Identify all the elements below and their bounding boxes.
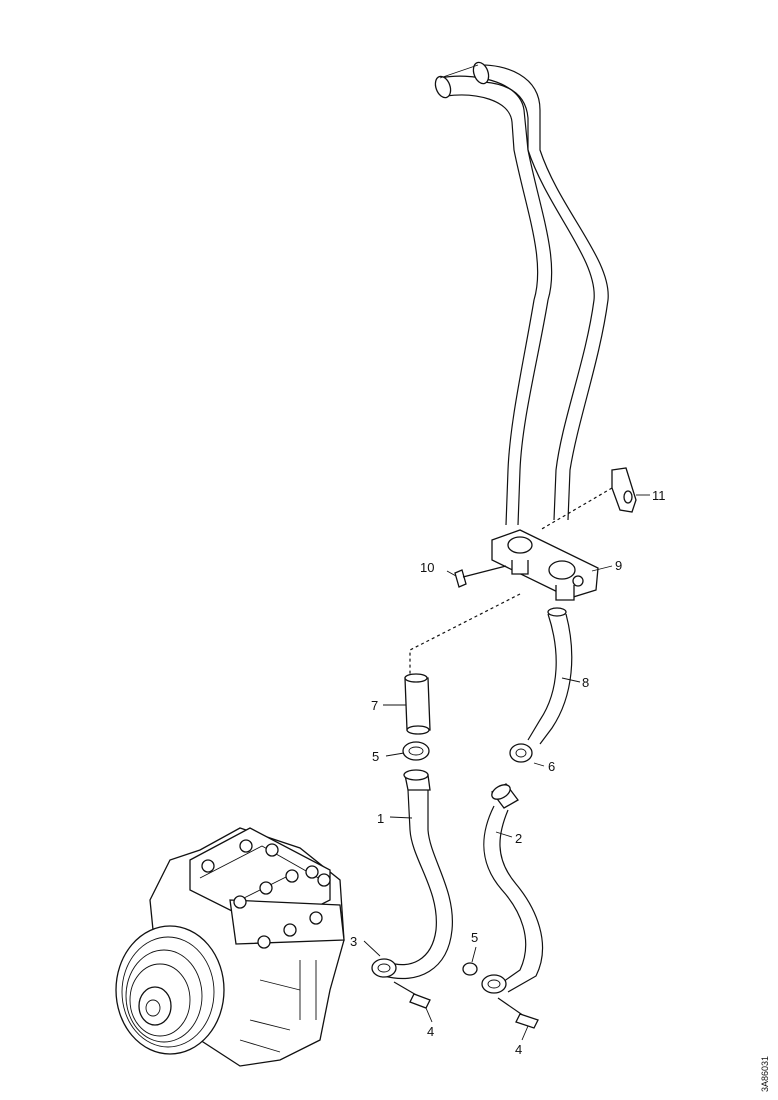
o-ring-5-upper [402, 741, 430, 761]
callout-9: 9 [615, 558, 622, 573]
callout-7: 7 [371, 698, 378, 713]
callout-labels: 1 2 3 4 4 5 5 6 7 8 9 10 11 [350, 488, 666, 1057]
fitting-left [371, 958, 397, 978]
fitting-right [481, 974, 507, 994]
callout-8: 8 [582, 675, 589, 690]
hose-2 [483, 783, 544, 993]
callout-11: 11 [652, 488, 666, 503]
compressor [115, 827, 345, 1067]
o-ring-6 [509, 743, 533, 763]
upper-tube-assembly [434, 61, 609, 526]
callout-4-left: 4 [427, 1024, 434, 1039]
flange-plate [491, 529, 599, 601]
callout-5-upper: 5 [372, 749, 379, 764]
callout-3: 3 [350, 934, 357, 949]
hose-8 [527, 607, 573, 745]
callout-1: 1 [377, 811, 384, 826]
callout-2: 2 [515, 831, 522, 846]
callout-4-right: 4 [515, 1042, 522, 1057]
callout-leaders [363, 494, 650, 1041]
hose-7 [404, 673, 431, 735]
bolt-10 [454, 565, 507, 588]
bolt-4-right [497, 997, 539, 1029]
callout-10: 10 [420, 560, 434, 575]
document-id: 3A86031 [760, 1056, 770, 1092]
o-ring-5-lower [462, 962, 478, 976]
alignment-line [409, 593, 521, 680]
hose-1 [383, 769, 453, 980]
bracket-clip-11 [539, 467, 637, 531]
callout-6: 6 [548, 759, 555, 774]
bolt-4-left [393, 981, 431, 1009]
callout-5-lower: 5 [471, 930, 478, 945]
